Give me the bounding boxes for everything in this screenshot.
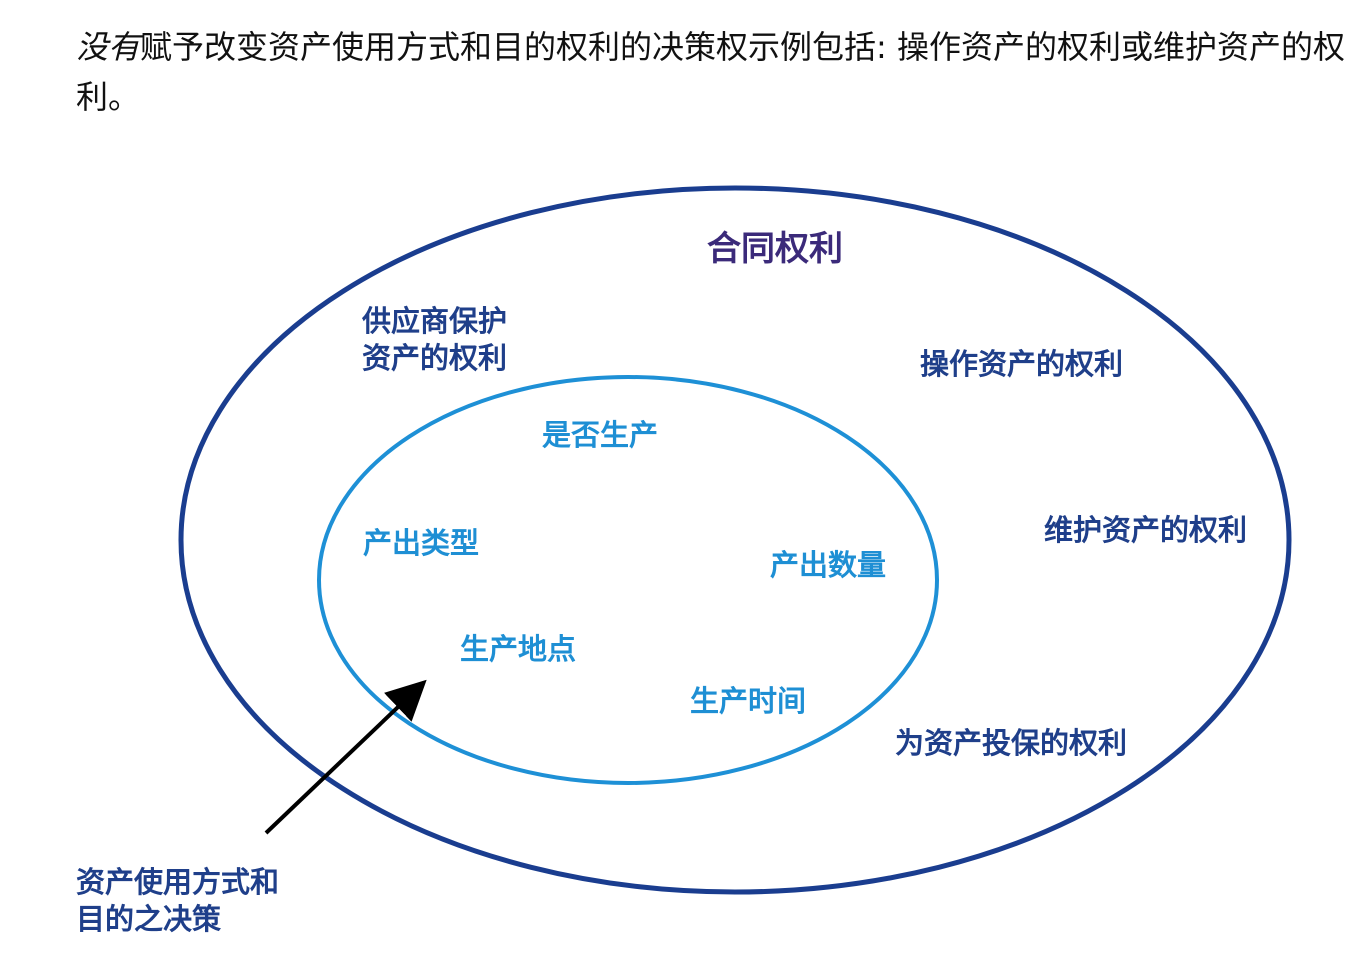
production-time-label: 生产时间: [690, 684, 806, 718]
maintain-asset-label: 维护资产的权利: [1044, 513, 1247, 547]
callout-label-line1: 资产使用方式和: [76, 865, 279, 899]
inner-ellipse: [317, 375, 939, 785]
intro-rest: 赋予改变资产使用方式和目的权利的决策权示例包括: 操作资产的权利或维护资产的权利…: [76, 28, 1345, 116]
intro-italic: 没有: [76, 28, 141, 66]
outer-title: 合同权利: [707, 229, 843, 269]
callout-label-line2: 目的之决策: [76, 902, 222, 936]
output-quantity-label: 产出数量: [770, 548, 886, 582]
callout-arrow: [264, 679, 427, 835]
intro-text: 没有赋予改变资产使用方式和目的权利的决策权示例包括: 操作资产的权利或维护资产的…: [76, 22, 1346, 122]
output-type-label: 产出类型: [363, 526, 479, 560]
supplier-protect-label-line2: 资产的权利: [362, 341, 507, 375]
production-location-label: 生产地点: [460, 632, 576, 666]
supplier-protect-label-line1: 供应商保护: [361, 304, 507, 338]
whether-produce-label: 是否生产: [542, 418, 658, 452]
operate-asset-label: 操作资产的权利: [920, 347, 1123, 381]
outer-ellipse: [178, 185, 1292, 895]
insure-asset-label: 为资产投保的权利: [895, 726, 1127, 760]
